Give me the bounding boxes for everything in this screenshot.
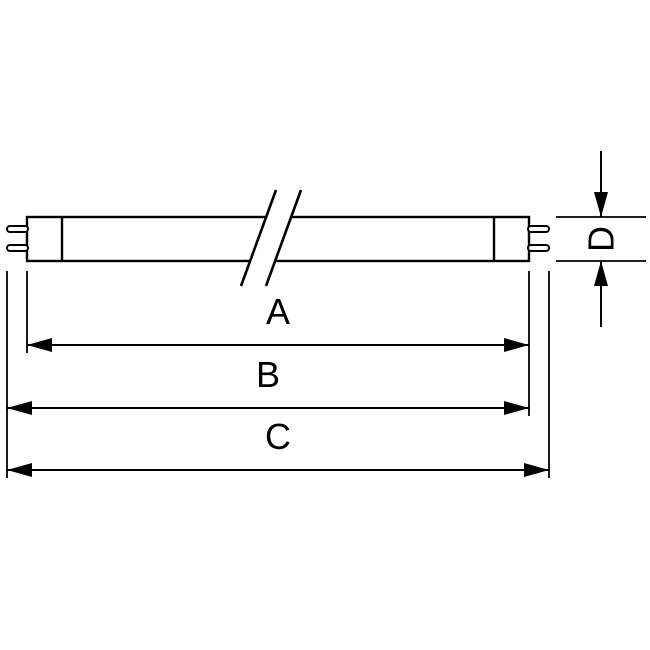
dim-d-label: D — [581, 226, 622, 252]
dim-c-label: C — [265, 416, 291, 457]
dim-b-label: B — [256, 354, 280, 395]
dimension-a: A — [27, 291, 529, 352]
dimension-d: D — [556, 151, 646, 327]
break-slash-left-icon — [239, 189, 278, 287]
left-pin-top-icon — [6, 225, 29, 233]
dim-a-label: A — [266, 291, 290, 332]
dimension-b: B — [7, 354, 529, 415]
tube-break-symbol — [239, 189, 303, 287]
dimension-c: C — [7, 416, 549, 477]
extension-lines — [6, 271, 550, 478]
break-slash-right-icon — [264, 189, 303, 287]
right-pin-top-icon — [527, 225, 550, 233]
left-pin-bottom-icon — [6, 244, 29, 252]
break-mask — [241, 190, 301, 286]
right-pin-bottom-icon — [527, 244, 550, 252]
